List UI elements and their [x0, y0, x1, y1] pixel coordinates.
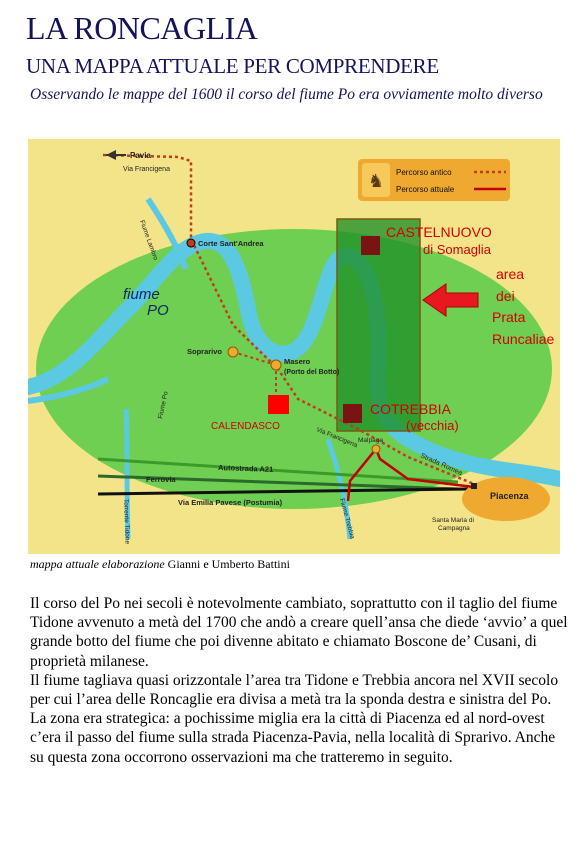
- paragraph: Il corso del Po nei secoli è notevolment…: [30, 595, 568, 670]
- piacenza-label: Piacenza: [490, 491, 530, 501]
- malpaga-marker: [371, 444, 381, 454]
- roncaglia-map: ♞ Percorso antico Percorso attuale Pavia…: [28, 139, 560, 554]
- page-title: LA RONCAGLIA: [26, 10, 258, 46]
- malpaga-label: Malpaga: [358, 437, 383, 444]
- vecchia-label: (vecchia): [406, 418, 459, 433]
- body-text: Il corso del Po nei secoli è notevolment…: [30, 594, 570, 767]
- piacenza-marker: [471, 483, 477, 489]
- corte-label: Corte Sant'Andrea: [198, 239, 264, 248]
- area-label-3: Prata: [492, 309, 526, 325]
- legend-icon: [362, 163, 390, 197]
- castelnuovo-marker: [361, 236, 380, 255]
- soprarivo-label: Soprarivo: [187, 347, 222, 356]
- legend-old-label: Percorso antico: [396, 168, 452, 177]
- tidone-river: [123, 408, 131, 540]
- soprarivo-marker: [227, 346, 239, 358]
- lead-text: Osservando le mappe del 1600 il corso de…: [30, 86, 543, 103]
- caption-authors: Gianni e Umberto Battini: [164, 557, 290, 571]
- po-river: [28, 233, 560, 487]
- po-river-branch: [28, 376, 110, 404]
- pavia-arrowhead: [106, 150, 116, 160]
- santa-maria-label-2: Campagna: [438, 525, 470, 532]
- prata-runcaliae-area: [336, 218, 421, 432]
- legend-box: [358, 159, 510, 201]
- autostrada-line: [97, 457, 459, 484]
- po-label: PO: [147, 302, 169, 319]
- via-francigena-label: Via Francigena: [123, 166, 170, 173]
- lambro-river: [145, 197, 189, 271]
- porto-label: (Porto del Botto): [284, 369, 339, 376]
- fiume-label: fiume: [123, 286, 160, 303]
- piacenza-area: [462, 477, 550, 521]
- autostrada-label: Autostrada A21: [218, 463, 273, 474]
- ferrovia-label: Ferrovia: [146, 475, 176, 484]
- torrente-tidone-label: Torrente Tidone: [122, 499, 131, 545]
- calendasco-label: CALENDASCO: [211, 421, 280, 432]
- legend-new-label: Percorso attuale: [396, 185, 455, 194]
- paragraph: Il fiume tagliava quasi orizzontale l’ar…: [30, 671, 559, 709]
- page-subtitle: UNA MAPPA ATTUALE PER COMPRENDERE: [26, 54, 439, 78]
- cotrebbia-marker: [343, 404, 362, 423]
- cotrebbia-label: COTREBBIA: [370, 401, 452, 417]
- via-emilia-label: Via Emilia Pavese (Postumia): [178, 498, 283, 507]
- santa-maria-label-1: Santa Maria di: [432, 517, 474, 524]
- area-label-2: dei: [496, 288, 515, 304]
- paragraph: La zona era strategica: a pochissime mig…: [30, 710, 556, 766]
- route-old: [102, 153, 475, 486]
- ferrovia-line: [97, 474, 459, 491]
- castelnuovo-label: CASTELNUOVO: [386, 224, 492, 240]
- legend-icon-figure: ♞: [368, 171, 384, 191]
- via-emilia-line: [97, 487, 469, 496]
- corte-marker: [186, 238, 196, 248]
- masero-label: Masero: [284, 357, 311, 366]
- calendasco-marker: [268, 395, 289, 414]
- masero-marker: [270, 359, 282, 371]
- route-old-2: [232, 351, 277, 366]
- caption-italic: mappa attuale elaborazione: [30, 557, 165, 571]
- somaglia-label: di Somaglia: [423, 242, 492, 257]
- area-arrow: [422, 283, 479, 317]
- route-new: [346, 446, 475, 502]
- area-label-1: area: [496, 266, 524, 282]
- area-label-4: Runcaliae: [492, 331, 554, 347]
- map-caption: mappa attuale elaborazione Gianni e Umbe…: [30, 557, 290, 572]
- pavia-label: Pavia: [130, 151, 151, 160]
